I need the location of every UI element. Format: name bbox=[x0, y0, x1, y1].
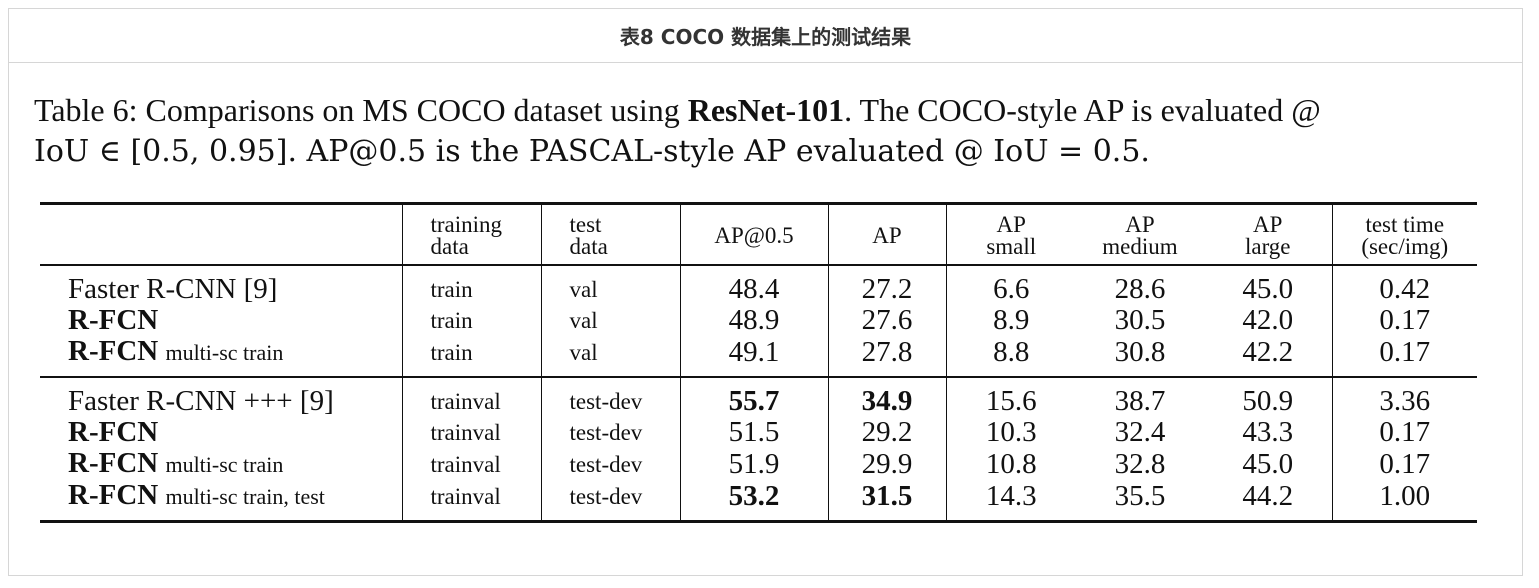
table-row: Faster R-CNN [9] train val 48.4 27.2 6.6… bbox=[40, 274, 1477, 305]
ap-large-cell: 42.2 bbox=[1242, 335, 1294, 368]
ap-medium-cell: 32.4 bbox=[1114, 416, 1166, 448]
header-test-time: test time(sec/img) bbox=[1331, 202, 1477, 265]
ap-medium-cell: 38.7 bbox=[1114, 385, 1166, 417]
table-row: Faster R-CNN +++ [9] trainval test-dev 5… bbox=[40, 386, 1477, 417]
training-data-cell: trainval bbox=[401, 448, 541, 480]
method-cell: R-FCN multi-sc train, test bbox=[68, 479, 325, 511]
ap-cell: 34.9 bbox=[827, 386, 946, 417]
ap-small-cell: 14.3 bbox=[945, 480, 1076, 512]
training-data-cell: train bbox=[401, 305, 541, 336]
ap-large-cell: 50.9 bbox=[1242, 385, 1294, 417]
ap-large-cell: 42.0 bbox=[1242, 304, 1294, 336]
test-data-cell: test-dev bbox=[540, 448, 680, 480]
table-figure: Table 6: Comparisons on MS COCO dataset … bbox=[9, 64, 1522, 577]
ap05-cell: 48.4 bbox=[679, 274, 828, 305]
training-data-cell: train bbox=[401, 274, 541, 305]
method-cell: R-FCN bbox=[68, 416, 159, 448]
test-time-cell: 0.17 bbox=[1331, 448, 1477, 480]
table-row: R-FCN multi-sc train train val 49.1 27.8… bbox=[40, 336, 1477, 368]
ap05-cell: 55.7 bbox=[679, 386, 828, 417]
method-cell: R-FCN multi-sc train bbox=[68, 335, 284, 367]
test-time-cell: 3.36 bbox=[1331, 386, 1477, 417]
caption-part1: Table 6: Comparisons on MS COCO dataset … bbox=[34, 92, 688, 128]
test-data-cell: test-dev bbox=[540, 480, 680, 512]
ap05-cell: 48.9 bbox=[679, 305, 828, 336]
test-data-cell: test-dev bbox=[540, 417, 680, 448]
ap-cell: 31.5 bbox=[827, 480, 946, 512]
figure-caption: Table 6: Comparisons on MS COCO dataset … bbox=[34, 90, 1504, 172]
ap-small-cell: 10.3 bbox=[945, 417, 1076, 448]
ap-cell: 27.2 bbox=[827, 274, 946, 305]
test-data-cell: val bbox=[540, 336, 680, 368]
test-data-cell: val bbox=[540, 274, 680, 305]
ap-medium-cell: 32.8 bbox=[1114, 447, 1166, 480]
ap-cell: 29.9 bbox=[827, 448, 946, 480]
table-row: R-FCN multi-sc train, test trainval test… bbox=[40, 480, 1477, 512]
training-data-cell: trainval bbox=[401, 417, 541, 448]
ap-large-cell: 44.2 bbox=[1242, 479, 1294, 512]
test-data-cell: val bbox=[540, 305, 680, 336]
training-data-cell: trainval bbox=[401, 480, 541, 512]
header-method bbox=[40, 202, 402, 265]
table-row: R-FCN train val 48.9 27.6 8.9 30.5 42.0 … bbox=[40, 305, 1477, 336]
method-cell: R-FCN bbox=[68, 304, 159, 336]
ap-large-cell: 45.0 bbox=[1242, 273, 1294, 305]
ap05-cell: 51.9 bbox=[679, 448, 828, 480]
ap-medium-cell: 30.5 bbox=[1114, 304, 1166, 336]
ap-medium-cell: 30.8 bbox=[1114, 335, 1166, 368]
test-data-cell: test-dev bbox=[540, 386, 680, 417]
table-row: R-FCN multi-sc train trainval test-dev 5… bbox=[40, 448, 1477, 480]
ap-medium-cell: 28.6 bbox=[1114, 273, 1166, 305]
ap-small-cell: 6.6 bbox=[945, 274, 1076, 305]
caption-part2: . The COCO-style AP is evaluated @ bbox=[844, 92, 1321, 128]
ap-large-cell: 45.0 bbox=[1242, 447, 1294, 480]
test-time-cell: 1.00 bbox=[1331, 480, 1477, 512]
method-cell: R-FCN multi-sc train bbox=[68, 447, 284, 479]
header-ap: AP bbox=[827, 202, 946, 265]
ap-small-cell: 8.8 bbox=[945, 336, 1076, 368]
ap05-cell: 53.2 bbox=[679, 480, 828, 512]
caption-part3: IoU ∈ [0.5, 0.95]. AP@0.5 is the PASCAL-… bbox=[34, 134, 1150, 169]
table-row: R-FCN trainval test-dev 51.5 29.2 10.3 3… bbox=[40, 417, 1477, 448]
ap-small-cell: 10.8 bbox=[945, 448, 1076, 480]
header-ap05: AP@0.5 bbox=[679, 202, 828, 265]
document-frame: 表8 COCO 数据集上的测试结果 Table 6: Comparisons o… bbox=[8, 8, 1523, 576]
test-time-cell: 0.17 bbox=[1331, 417, 1477, 448]
caption-title: 表8 COCO 数据集上的测试结果 bbox=[9, 9, 1522, 63]
method-cell: Faster R-CNN [9] bbox=[68, 273, 278, 305]
test-time-cell: 0.17 bbox=[1331, 305, 1477, 336]
ap-medium-cell: 35.5 bbox=[1114, 479, 1166, 512]
ap-small-cell: 8.9 bbox=[945, 305, 1076, 336]
ap-large-cell: 43.3 bbox=[1242, 416, 1294, 448]
test-time-cell: 0.17 bbox=[1331, 336, 1477, 368]
ap-cell: 29.2 bbox=[827, 417, 946, 448]
training-data-cell: trainval bbox=[401, 386, 541, 417]
ap05-cell: 49.1 bbox=[679, 336, 828, 368]
ap-cell: 27.8 bbox=[827, 336, 946, 368]
training-data-cell: train bbox=[401, 336, 541, 368]
ap-cell: 27.6 bbox=[827, 305, 946, 336]
test-time-cell: 0.42 bbox=[1331, 274, 1477, 305]
ap05-cell: 51.5 bbox=[679, 417, 828, 448]
caption-bold-model: ResNet-101 bbox=[687, 92, 845, 128]
ap-small-cell: 15.6 bbox=[945, 386, 1076, 417]
method-cell: Faster R-CNN +++ [9] bbox=[68, 385, 334, 417]
